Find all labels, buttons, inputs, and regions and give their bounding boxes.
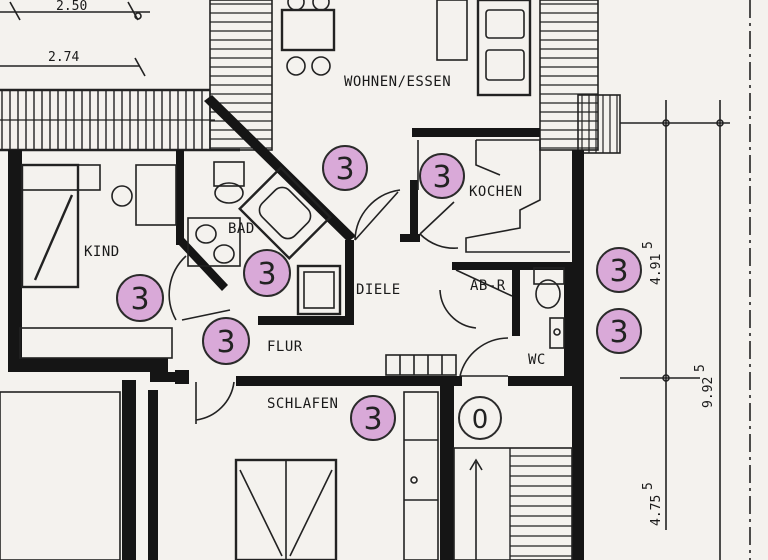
- bath-fixtures: [187, 161, 342, 316]
- svg-text:4.91: 4.91: [649, 254, 664, 285]
- rating-badge-kind: 3: [116, 274, 164, 322]
- rating-badge-schlafen: 3: [350, 395, 396, 441]
- dimension-lines-right: [620, 0, 751, 560]
- svg-text:3: 3: [363, 402, 382, 437]
- sofa: [436, 0, 532, 97]
- room-label-diele: DIELE: [356, 282, 401, 298]
- svg-text:3: 3: [335, 152, 354, 187]
- kitchen-counter: [417, 139, 570, 253]
- rating-badge-abr: 3: [596, 247, 642, 293]
- svg-text:0: 0: [472, 405, 489, 435]
- room-label-wohnen: WOHNEN/ESSEN: [344, 74, 451, 90]
- stair-run-lower: [453, 447, 573, 560]
- svg-text:3: 3: [130, 282, 149, 317]
- svg-text:5: 5: [641, 482, 656, 490]
- svg-text:3: 3: [216, 325, 235, 360]
- exterior-walls: [8, 128, 584, 560]
- rating-badge-kochen: 3: [419, 153, 465, 199]
- svg-text:9.92: 9.92: [701, 377, 716, 408]
- dining-table: [280, 0, 336, 76]
- rating-badge-stair: 0: [458, 396, 502, 440]
- rating-badge-wc: 3: [596, 308, 642, 354]
- svg-text:4.75: 4.75: [649, 495, 664, 526]
- svg-text:3: 3: [432, 160, 451, 195]
- svg-text:3: 3: [257, 257, 276, 292]
- room-label-flur: FLUR: [267, 339, 303, 355]
- wc-fixtures: [533, 267, 565, 349]
- room-label-wc: WC: [528, 352, 546, 368]
- dimension-top-partial: 2.50: [56, 0, 87, 14]
- dimension-right-upper: 4.91 5: [641, 241, 664, 285]
- kid-bed: [19, 163, 177, 359]
- svg-text:5: 5: [693, 364, 708, 372]
- svg-text:3: 3: [609, 254, 628, 289]
- stair-run-right: [539, 0, 621, 154]
- rating-badge-flur: 3: [202, 317, 250, 365]
- room-label-abr: AB-R: [470, 278, 506, 294]
- stair-run-top: [209, 0, 273, 151]
- room-label-kochen: KOCHEN: [469, 184, 523, 200]
- dimension-top-width: 2.74: [48, 50, 79, 65]
- room-label-kind: KIND: [84, 244, 120, 260]
- rating-badge-wohnen: 3: [322, 145, 368, 191]
- doors: [168, 189, 513, 424]
- dimension-lines-top: [0, 1, 150, 77]
- room-label-bad: BAD: [228, 221, 255, 237]
- dimension-right-lower: 4.75 5: [641, 482, 664, 526]
- svg-text:5: 5: [641, 241, 656, 249]
- dimension-right-total: 9.92 5: [693, 364, 716, 408]
- room-label-schlafen: SCHLAFEN: [267, 396, 338, 412]
- svg-text:3: 3: [609, 315, 628, 350]
- schlafen-furniture: [0, 391, 439, 560]
- rating-badge-bad: 3: [243, 249, 291, 297]
